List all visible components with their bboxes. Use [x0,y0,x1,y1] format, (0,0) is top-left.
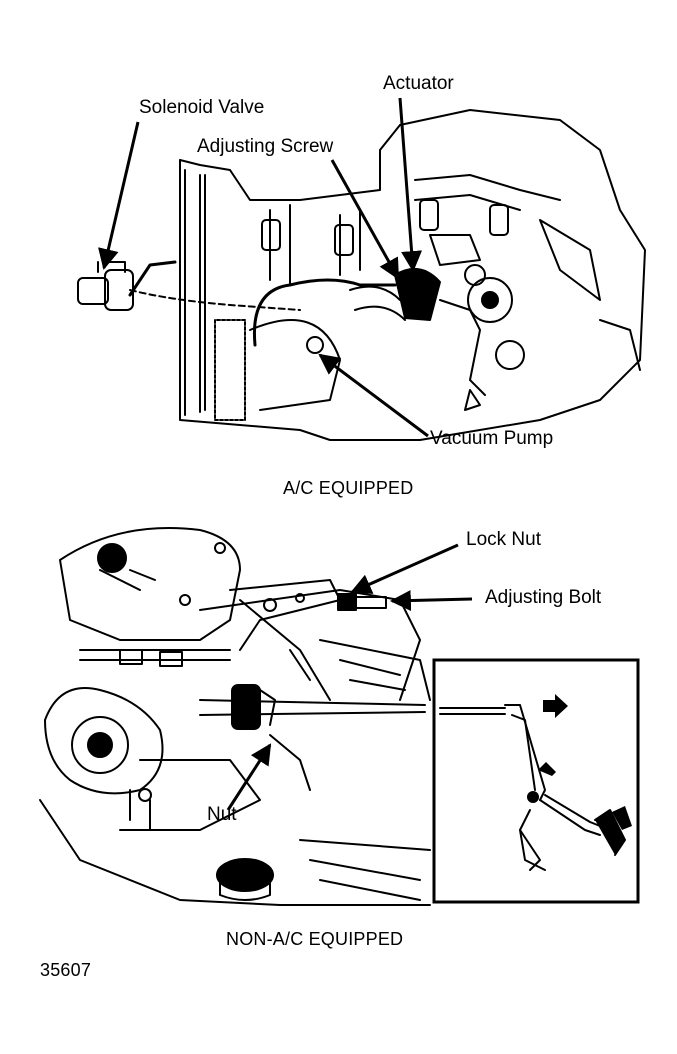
inset-arrow-left-icon [612,806,632,830]
non-ac-engine-illustration [39,527,431,906]
non-ac-leader-lines [226,543,473,811]
adjusting-bolt-leader [389,590,473,612]
vacuum-pump-label: Vacuum Pump [430,428,554,449]
adjusting-screw-label: Adjusting Screw [197,136,334,157]
lock-nut-leader [350,543,459,594]
solenoid-valve-leader [98,121,140,271]
pedal-linkage-inset [432,658,640,904]
lock-nut-label: Lock Nut [466,529,541,550]
actuator-leader [398,97,423,273]
ac-leader-lines [98,97,429,438]
inset-arrow-right-icon [543,694,568,718]
nut-leader [226,743,272,811]
nut-label: Nut [207,804,237,825]
figure-number: 35607 [40,960,92,980]
ac-engine-illustration [77,109,646,441]
actuator-label: Actuator [383,73,454,94]
non-ac-equipped-caption: NON-A/C EQUIPPED [226,929,404,949]
vacuum-pump-leader [318,353,429,438]
ac-equipped-caption: A/C EQUIPPED [283,478,414,498]
inset-frame [432,658,640,904]
inset-arrow-down-icon [538,762,556,776]
solenoid-valve-label: Solenoid Valve [139,97,265,118]
adjusting-screw-leader [330,159,400,280]
adjusting-bolt-label: Adjusting Bolt [485,587,602,608]
